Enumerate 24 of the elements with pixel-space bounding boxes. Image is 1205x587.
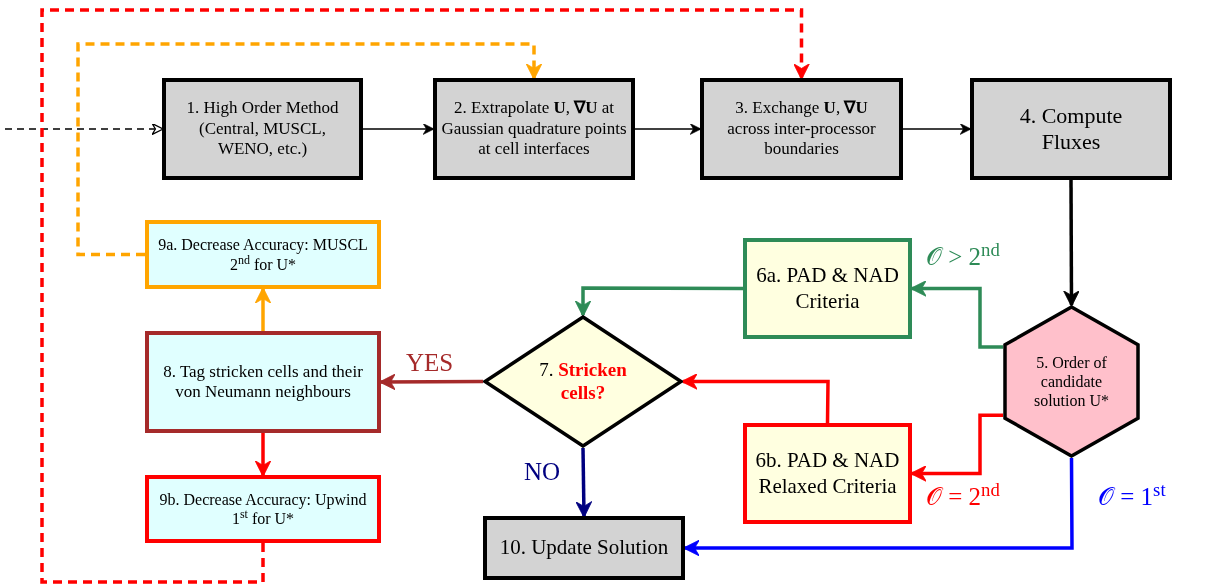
process-box: 8. Tag stricken cells and their von Neumann neighbours [145,331,381,433]
process-box: 9a. Decrease Accuracy: MUSCL 2$^{nd}$ for U* [145,220,381,289]
process-box: 9b. Decrease Accuracy: Upwind 1$^{st}$ for U* [145,475,381,543]
process-box: 2. Extrapolate U, ∇U at Gaussian quadrature points at cell interfaces [433,78,635,180]
arrow [40,8,810,584]
process-box: 6b. PAD & NAD Relaxed Criteria [743,423,912,524]
arrow [575,447,593,518]
arrow [4,122,164,136]
arrow [362,123,435,135]
arrow [681,373,830,424]
arrow [634,123,702,135]
decision-diamond: 7. Stricken cells? [483,315,683,448]
process-box: 6a. PAD & NAD Criteria [743,238,912,339]
arrow [574,286,743,317]
process-box: 10. Update Solution [483,516,685,580]
process-box: 3. Exchange U, ∇U across inter-processor boundaries [700,78,903,180]
process-box: 4. Compute Fluxes [970,78,1172,180]
arrow [902,123,972,135]
arrow [76,42,543,257]
arrow [254,433,272,477]
arrow [254,287,272,331]
arrow [1063,180,1080,307]
process-box: 1. High Order Method (Central, MUSCL, WENO, etc.) [162,78,363,180]
hexagon-node: 5. Order of candidate solution U* [1003,305,1140,458]
